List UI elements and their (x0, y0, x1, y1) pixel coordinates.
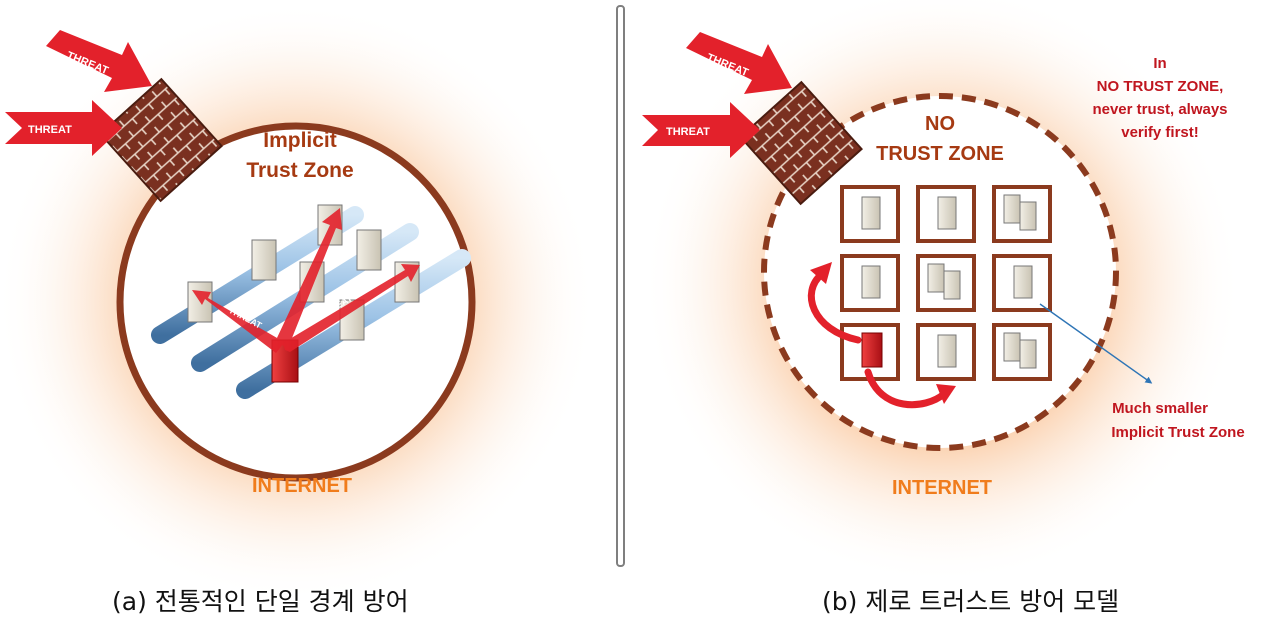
callout-label: Much smaller Implicit Trust Zone (1111, 400, 1244, 441)
blocked-threat-arrowhead (936, 384, 956, 404)
callout-pointer (1039, 303, 1153, 384)
caption-b: (b) 제로 트러스트 방어 모델 (822, 587, 1120, 616)
blocked-threat-arrowhead (810, 262, 832, 284)
threat-arrow: THREAT (5, 100, 122, 156)
internet-label: INTERNET (892, 477, 992, 499)
panel-a: THREAT THREAT THREAT THREAT Implicit Tru… (0, 2, 596, 602)
zone-title: TRUST ZONE (876, 143, 1004, 165)
firewall-icon (739, 80, 863, 206)
svg-text:never trust, always: never trust, always (1092, 101, 1227, 118)
svg-text:Much smaller: Much smaller (1112, 400, 1208, 417)
zone-title: Implicit (263, 129, 337, 152)
zone-title: Trust Zone (246, 159, 353, 182)
svg-text:NO TRUST ZONE,: NO TRUST ZONE, (1097, 78, 1224, 95)
server-icon (861, 194, 1037, 369)
svg-text:THREAT: THREAT (28, 124, 72, 136)
svg-text:In: In (1153, 55, 1166, 72)
internet-label: INTERNET (252, 475, 352, 497)
zone-title: NO (925, 113, 955, 135)
svg-text:Implicit Trust Zone: Implicit Trust Zone (1111, 424, 1244, 441)
panel-divider (616, 5, 625, 567)
lateral-threat-arrows (192, 208, 420, 353)
firewall-icon (99, 77, 223, 203)
compromised-server-icon (861, 332, 883, 368)
threat-arrow: THREAT (642, 102, 760, 158)
blocked-threat-arrow (807, 270, 948, 409)
panel-b: THREAT THREAT NO TRUST ZONE In NO TRUST … (642, 0, 1245, 585)
principle-note: In NO TRUST ZONE, never trust, always ve… (1092, 55, 1227, 141)
svg-text:THREAT: THREAT (666, 126, 710, 138)
caption-a: (a) 전통적인 단일 경계 방어 (112, 587, 409, 616)
svg-text:verify first!: verify first! (1121, 124, 1199, 141)
